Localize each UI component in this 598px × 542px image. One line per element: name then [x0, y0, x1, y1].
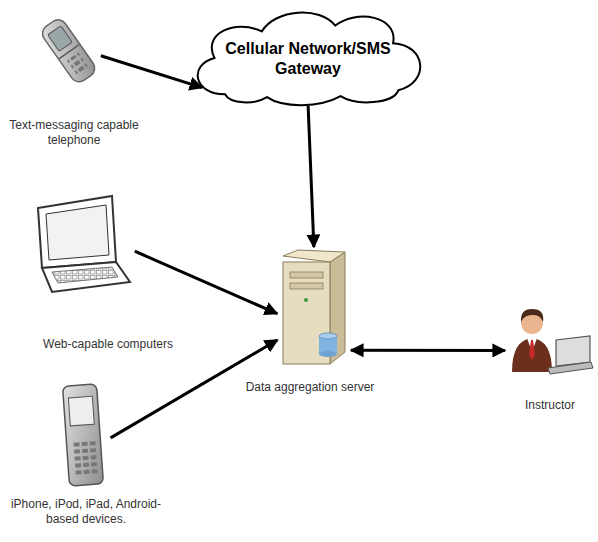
device-label: Data aggregation server	[230, 380, 390, 395]
device-label: iPhone, iPod, iPad, Android-based device…	[8, 497, 164, 527]
instructor-node: Instructor	[508, 305, 594, 375]
server-icon	[283, 250, 345, 364]
device-label: Instructor	[508, 398, 592, 413]
flip-phone-icon	[39, 16, 98, 85]
mobile-phone-icon	[63, 384, 104, 486]
instructor-icon	[512, 309, 593, 374]
laptop-icon	[38, 196, 130, 292]
device-label: Web-capable computers	[33, 337, 183, 352]
cloud-node: Cellular Network/SMS Gateway	[183, 4, 433, 107]
device-label: Text-messaging capable telephone	[6, 118, 142, 148]
connector-arrow	[351, 349, 505, 352]
connector-arrow	[308, 106, 314, 247]
cloud-label: Cellular Network/SMS Gateway	[208, 33, 408, 79]
connector-arrow	[135, 251, 278, 313]
laptop-node: Web-capable computers	[28, 195, 132, 295]
mobile-node: iPhone, iPod, iPad, Android-based device…	[58, 380, 108, 488]
phone-node: Text-messaging capable telephone	[40, 12, 98, 90]
server-node: Data aggregation server	[280, 250, 348, 368]
connector-arrow	[101, 56, 202, 88]
